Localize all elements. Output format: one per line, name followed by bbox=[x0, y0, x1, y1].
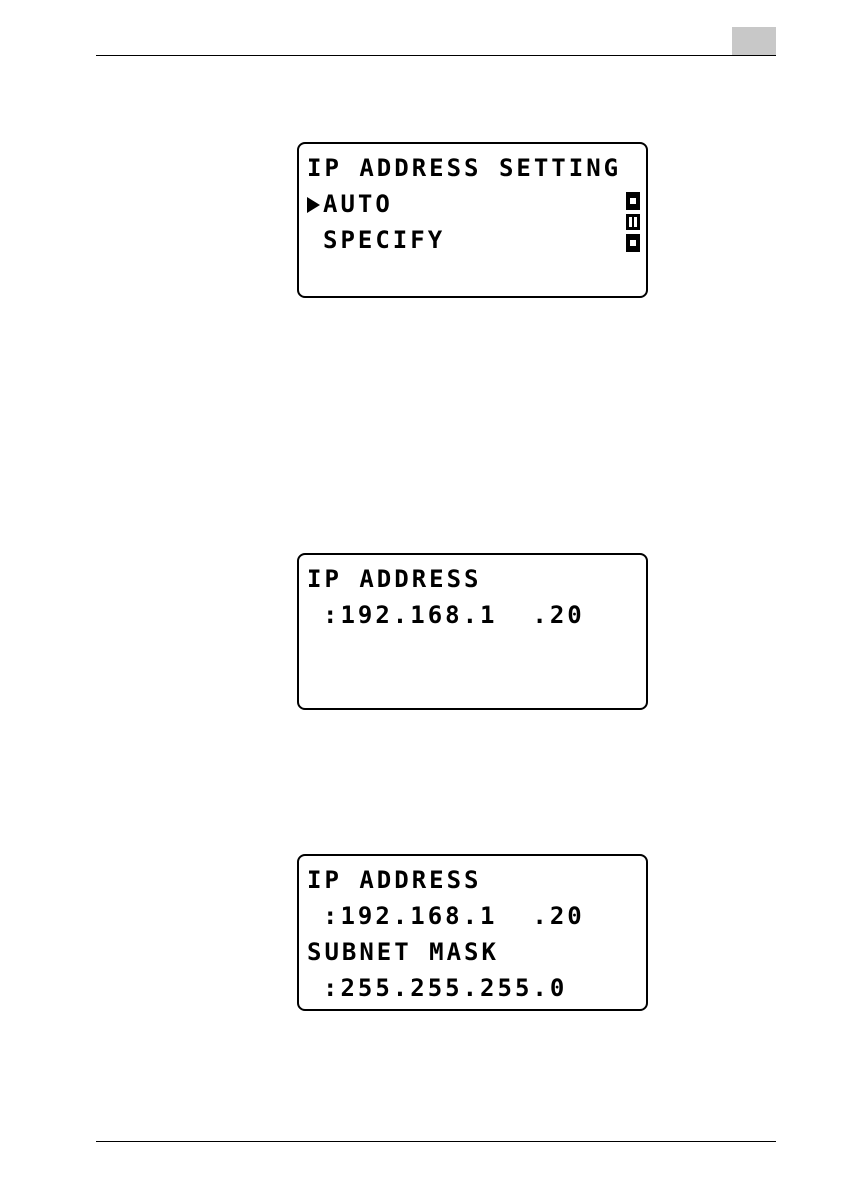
menu-option-specify[interactable]: SPECIFY bbox=[307, 223, 445, 257]
subnet-mask-value: :255.255.255.0 bbox=[307, 971, 567, 1005]
lcd-screen-ip-address-setting: IP ADDRESS SETTING AUTO SPECIFY bbox=[297, 142, 648, 298]
ip-address-value: :192.168.1 .20 bbox=[307, 899, 585, 933]
selection-cursor-icon bbox=[307, 197, 320, 213]
scroll-thumb-icon bbox=[626, 214, 640, 230]
lcd-screen-ip-address: IP ADDRESS :192.168.1 .20 bbox=[297, 553, 648, 710]
ip-address-label: IP ADDRESS bbox=[307, 863, 482, 897]
menu-option-auto[interactable]: AUTO bbox=[307, 187, 393, 221]
ip-address-label: IP ADDRESS bbox=[307, 562, 482, 596]
scroll-up-icon bbox=[626, 192, 640, 210]
menu-option-auto-label: AUTO bbox=[323, 190, 393, 218]
ip-address-value: :192.168.1 .20 bbox=[307, 598, 585, 632]
chapter-tab bbox=[732, 27, 776, 55]
lcd-screen-ip-subnet: IP ADDRESS :192.168.1 .20 SUBNET MASK :2… bbox=[297, 854, 648, 1011]
footer-rule bbox=[96, 1141, 776, 1142]
scroll-indicator-icon bbox=[626, 192, 640, 252]
lcd-title: IP ADDRESS SETTING bbox=[307, 151, 621, 185]
scroll-down-icon bbox=[626, 234, 640, 252]
subnet-mask-label: SUBNET MASK bbox=[307, 935, 499, 969]
header-rule bbox=[96, 55, 776, 56]
